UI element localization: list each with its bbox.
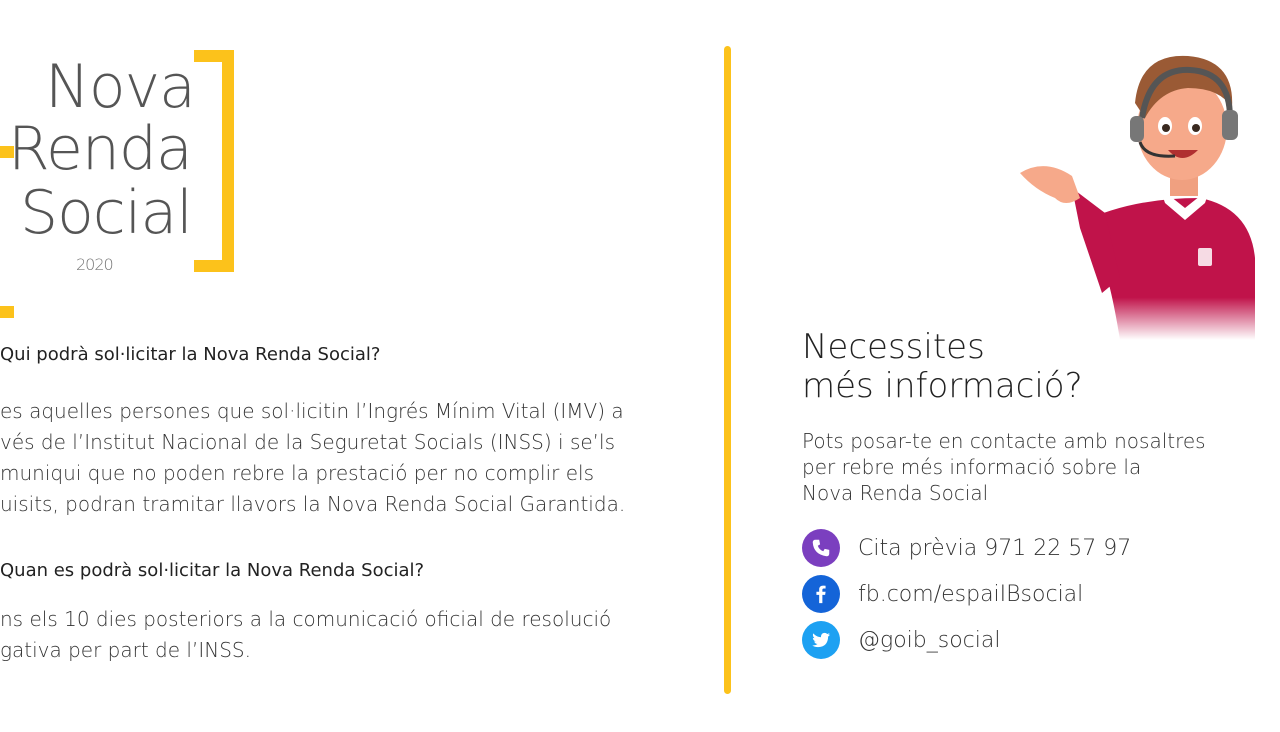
right-bracket-icon — [194, 50, 234, 272]
answer-line: ns els 10 dies posteriors a la comunicac… — [0, 607, 612, 631]
question-when: Quan es podrà sol·licitar la Nova Renda … — [0, 560, 425, 581]
answer-line: gativa per part de l’INSS. — [0, 638, 251, 662]
info-subtext: Pots posar-te en contacte amb nosaltres … — [802, 428, 1206, 506]
question-who: Qui podrà sol·licitar la Nova Renda Soci… — [0, 344, 381, 365]
contact-twitter-text: @goib_social — [858, 627, 1001, 653]
logo-year: 2020 — [76, 255, 114, 274]
left-bracket-icon — [0, 146, 14, 318]
subtext-line: per rebre més informació sobre la — [802, 455, 1142, 479]
logo-line-social: Social — [20, 178, 193, 248]
headline-line: Necessites — [802, 327, 985, 367]
phone-icon — [802, 529, 840, 567]
vertical-divider — [724, 46, 731, 694]
answer-when: ns els 10 dies posteriors a la comunicac… — [0, 604, 611, 666]
answer-line: uisits, podran tramitar llavors la Nova … — [0, 492, 626, 516]
nova-renda-social-logo: Nova Renda Social 2020 — [0, 48, 240, 318]
answer-line: es aquelles persones que sol·licitin l’I… — [0, 399, 624, 423]
headline-line: més informació? — [802, 366, 1083, 406]
subtext-line: Nova Renda Social — [802, 481, 989, 505]
contact-phone-text: Cita prèvia 971 22 57 97 — [858, 535, 1132, 561]
contact-twitter[interactable]: @goib_social — [802, 620, 1000, 660]
info-headline: Necessites més informació? — [802, 328, 1083, 406]
facebook-icon — [802, 575, 840, 613]
support-agent-illustration — [1020, 55, 1255, 340]
logo-line-nova: Nova — [45, 52, 196, 122]
answer-line: muniqui que no poden rebre la prestació … — [0, 461, 595, 485]
subtext-line: Pots posar-te en contacte amb nosaltres — [802, 429, 1206, 453]
contact-phone[interactable]: Cita prèvia 971 22 57 97 — [802, 528, 1131, 568]
answer-who: es aquelles persones que sol·licitin l’I… — [0, 396, 625, 520]
contact-facebook-text: fb.com/espaiIBsocial — [858, 581, 1084, 607]
contact-facebook[interactable]: fb.com/espaiIBsocial — [802, 574, 1083, 614]
twitter-icon — [802, 621, 840, 659]
answer-line: vés de l’Institut Nacional de la Seguret… — [0, 430, 615, 454]
logo-line-renda: Renda — [8, 114, 193, 184]
